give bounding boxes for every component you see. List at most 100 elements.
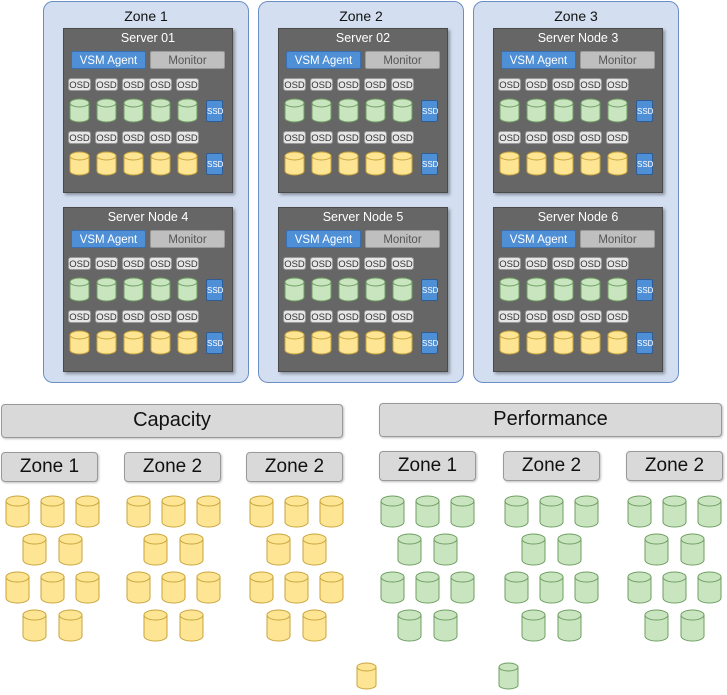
- performance-disk-icon: [662, 571, 687, 609]
- ssd-disk-icon: [392, 277, 413, 307]
- osd-label: OSD: [149, 257, 172, 270]
- osd-label: OSD: [364, 78, 387, 91]
- osd-label: OSD: [149, 131, 172, 144]
- hdd-disk-icon: [177, 330, 198, 360]
- performance-zone-label: Zone 1: [379, 451, 476, 481]
- hdd-disk-icon: [392, 330, 413, 360]
- ssd-disk-icon: [338, 98, 359, 128]
- hdd-disk-icon: [580, 330, 601, 360]
- performance-disk-icon: [574, 571, 599, 609]
- hdd-disk-icon: [553, 151, 574, 181]
- monitor-badge: Monitor: [580, 230, 655, 248]
- vsm-agent-badge: VSM Agent: [286, 51, 361, 69]
- ssd-disk-icon: [580, 98, 601, 128]
- hdd-disk-icon: [392, 151, 413, 181]
- performance-disk-icon: [627, 571, 652, 609]
- capacity-disk-icon: [75, 495, 100, 533]
- performance-disk-icon: [627, 495, 652, 533]
- zone-title: Zone 1: [124, 8, 168, 24]
- capacity-disk-icon: [143, 533, 168, 571]
- osd-label: OSD: [283, 78, 306, 91]
- osd-label: OSD: [122, 131, 145, 144]
- ssd-disk-icon: [553, 277, 574, 307]
- ssd-disk-icon: [338, 277, 359, 307]
- ssd-disk-icon: [607, 277, 628, 307]
- server-title: Server Node 5: [322, 210, 404, 224]
- capacity-disk-icon: [143, 609, 168, 647]
- osd-label: OSD: [552, 78, 575, 91]
- osd-label: OSD: [122, 257, 145, 270]
- osd-label: OSD: [364, 131, 387, 144]
- standalone-ssd-icon: [498, 662, 519, 695]
- ssd-badge: SSD: [421, 153, 438, 175]
- osd-label: OSD: [283, 310, 306, 323]
- capacity-disk-icon: [302, 533, 327, 571]
- ssd-disk-icon: [123, 277, 144, 307]
- performance-disk-icon: [521, 609, 546, 647]
- ssd-disk-icon: [365, 277, 386, 307]
- ssd-disk-icon: [499, 277, 520, 307]
- capacity-disk-icon: [249, 495, 274, 533]
- ssd-badge: SSD: [206, 279, 223, 301]
- osd-label: OSD: [579, 310, 602, 323]
- hdd-disk-icon: [69, 330, 90, 360]
- osd-label: OSD: [498, 257, 521, 270]
- ssd-badge: SSD: [206, 332, 223, 354]
- capacity-disk-icon: [319, 571, 344, 609]
- vsm-agent-badge: VSM Agent: [71, 51, 146, 69]
- osd-label: OSD: [176, 131, 199, 144]
- ssd-badge: SSD: [421, 279, 438, 301]
- ssd-disk-icon: [69, 98, 90, 128]
- osd-label: OSD: [122, 78, 145, 91]
- ssd-disk-icon: [177, 98, 198, 128]
- capacity-zone-label: Zone 2: [246, 452, 343, 482]
- ssd-badge: SSD: [636, 153, 653, 175]
- osd-label: OSD: [337, 131, 360, 144]
- osd-label: OSD: [606, 131, 629, 144]
- osd-label: OSD: [391, 78, 414, 91]
- capacity-disk-icon: [40, 495, 65, 533]
- osd-label: OSD: [176, 78, 199, 91]
- capacity-disk-icon: [266, 533, 291, 571]
- hdd-disk-icon: [284, 330, 305, 360]
- server-title: Server 02: [335, 31, 391, 45]
- ssd-disk-icon: [96, 98, 117, 128]
- ssd-disk-icon: [311, 98, 332, 128]
- capacity-disk-icon: [249, 571, 274, 609]
- osd-label: OSD: [176, 257, 199, 270]
- server-title: Server 01: [120, 31, 176, 45]
- osd-label: OSD: [391, 310, 414, 323]
- osd-label: OSD: [68, 257, 91, 270]
- hdd-disk-icon: [499, 151, 520, 181]
- osd-label: OSD: [606, 310, 629, 323]
- osd-label: OSD: [498, 131, 521, 144]
- osd-label: OSD: [391, 131, 414, 144]
- osd-label: OSD: [283, 257, 306, 270]
- hdd-disk-icon: [526, 151, 547, 181]
- performance-disk-icon: [680, 609, 705, 647]
- performance-disk-icon: [415, 571, 440, 609]
- hdd-disk-icon: [311, 330, 332, 360]
- server-title: Server Node 6: [537, 210, 619, 224]
- monitor-badge: Monitor: [365, 230, 440, 248]
- osd-label: OSD: [310, 257, 333, 270]
- hdd-disk-icon: [580, 151, 601, 181]
- performance-disk-icon: [504, 571, 529, 609]
- performance-disk-icon: [433, 533, 458, 571]
- hdd-disk-icon: [526, 330, 547, 360]
- capacity-disk-icon: [266, 609, 291, 647]
- hdd-disk-icon: [607, 330, 628, 360]
- osd-label: OSD: [579, 78, 602, 91]
- performance-disk-icon: [521, 533, 546, 571]
- capacity-disk-icon: [196, 571, 221, 609]
- capacity-disk-icon: [179, 609, 204, 647]
- vsm-agent-badge: VSM Agent: [501, 51, 576, 69]
- ssd-disk-icon: [499, 98, 520, 128]
- performance-disk-icon: [574, 495, 599, 533]
